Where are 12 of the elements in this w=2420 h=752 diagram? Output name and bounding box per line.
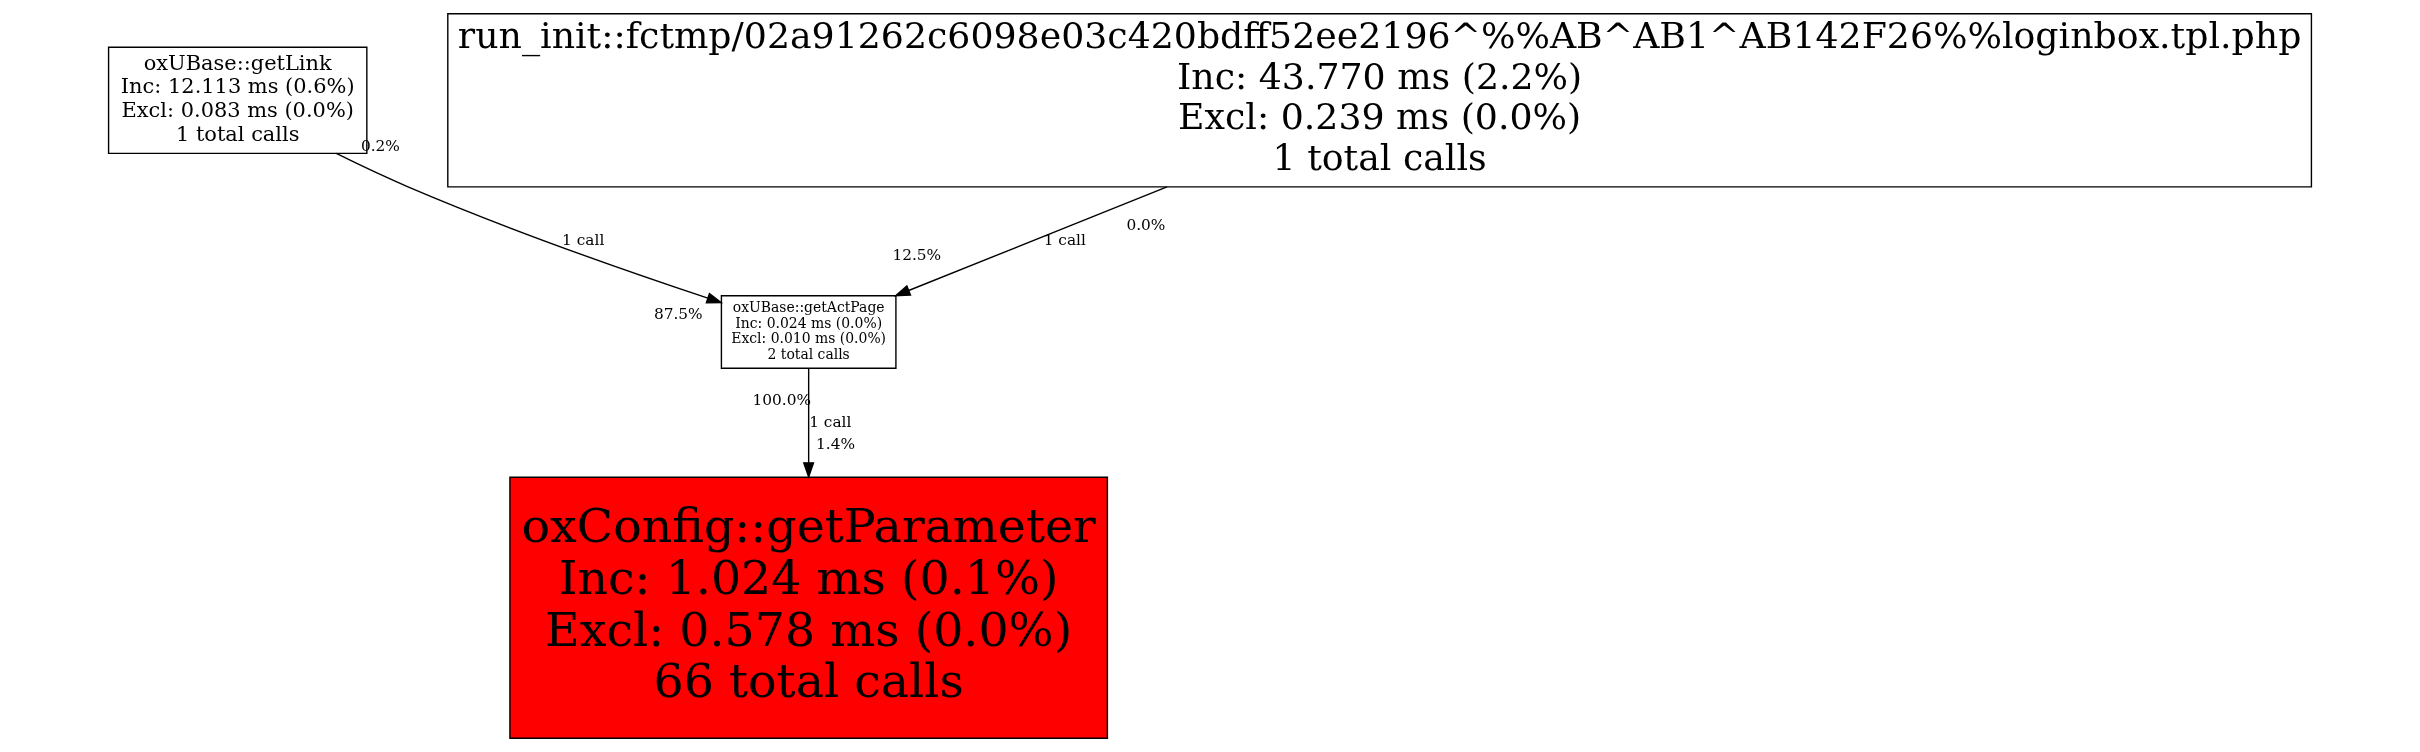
- arrow: [335, 152, 724, 304]
- node-box: oxUBase::getActPage Inc: 0.024 ms (0.0%) Excl: 0.010 ms (0.0%) 2 total calls: [720, 295, 897, 369]
- edge-label: 1 call: [562, 231, 605, 250]
- label: 1.4%: [816, 434, 856, 453]
- label: 87.5%: [653, 305, 703, 324]
- edge-label: 1 call: [809, 412, 852, 431]
- label: 0.0%: [1126, 216, 1166, 235]
- node-box: run_init::fctmp/02a91262c6098e03c420bdff52ee2196^%%AB^AB1^AB142F26%%loginbox.tpl.php Inc: 43.770 ms (2.2%) Excl: 0.239 ms (0.0%) 1 total calls: [447, 13, 2313, 188]
- arrow: [802, 367, 815, 479]
- arrow: [893, 186, 1168, 297]
- label: 12.5%: [892, 246, 942, 265]
- node-box: oxConfig::getParameter Inc: 1.024 ms (0.1%) Excl: 0.578 ms (0.0%) 66 total calls: [509, 476, 1109, 739]
